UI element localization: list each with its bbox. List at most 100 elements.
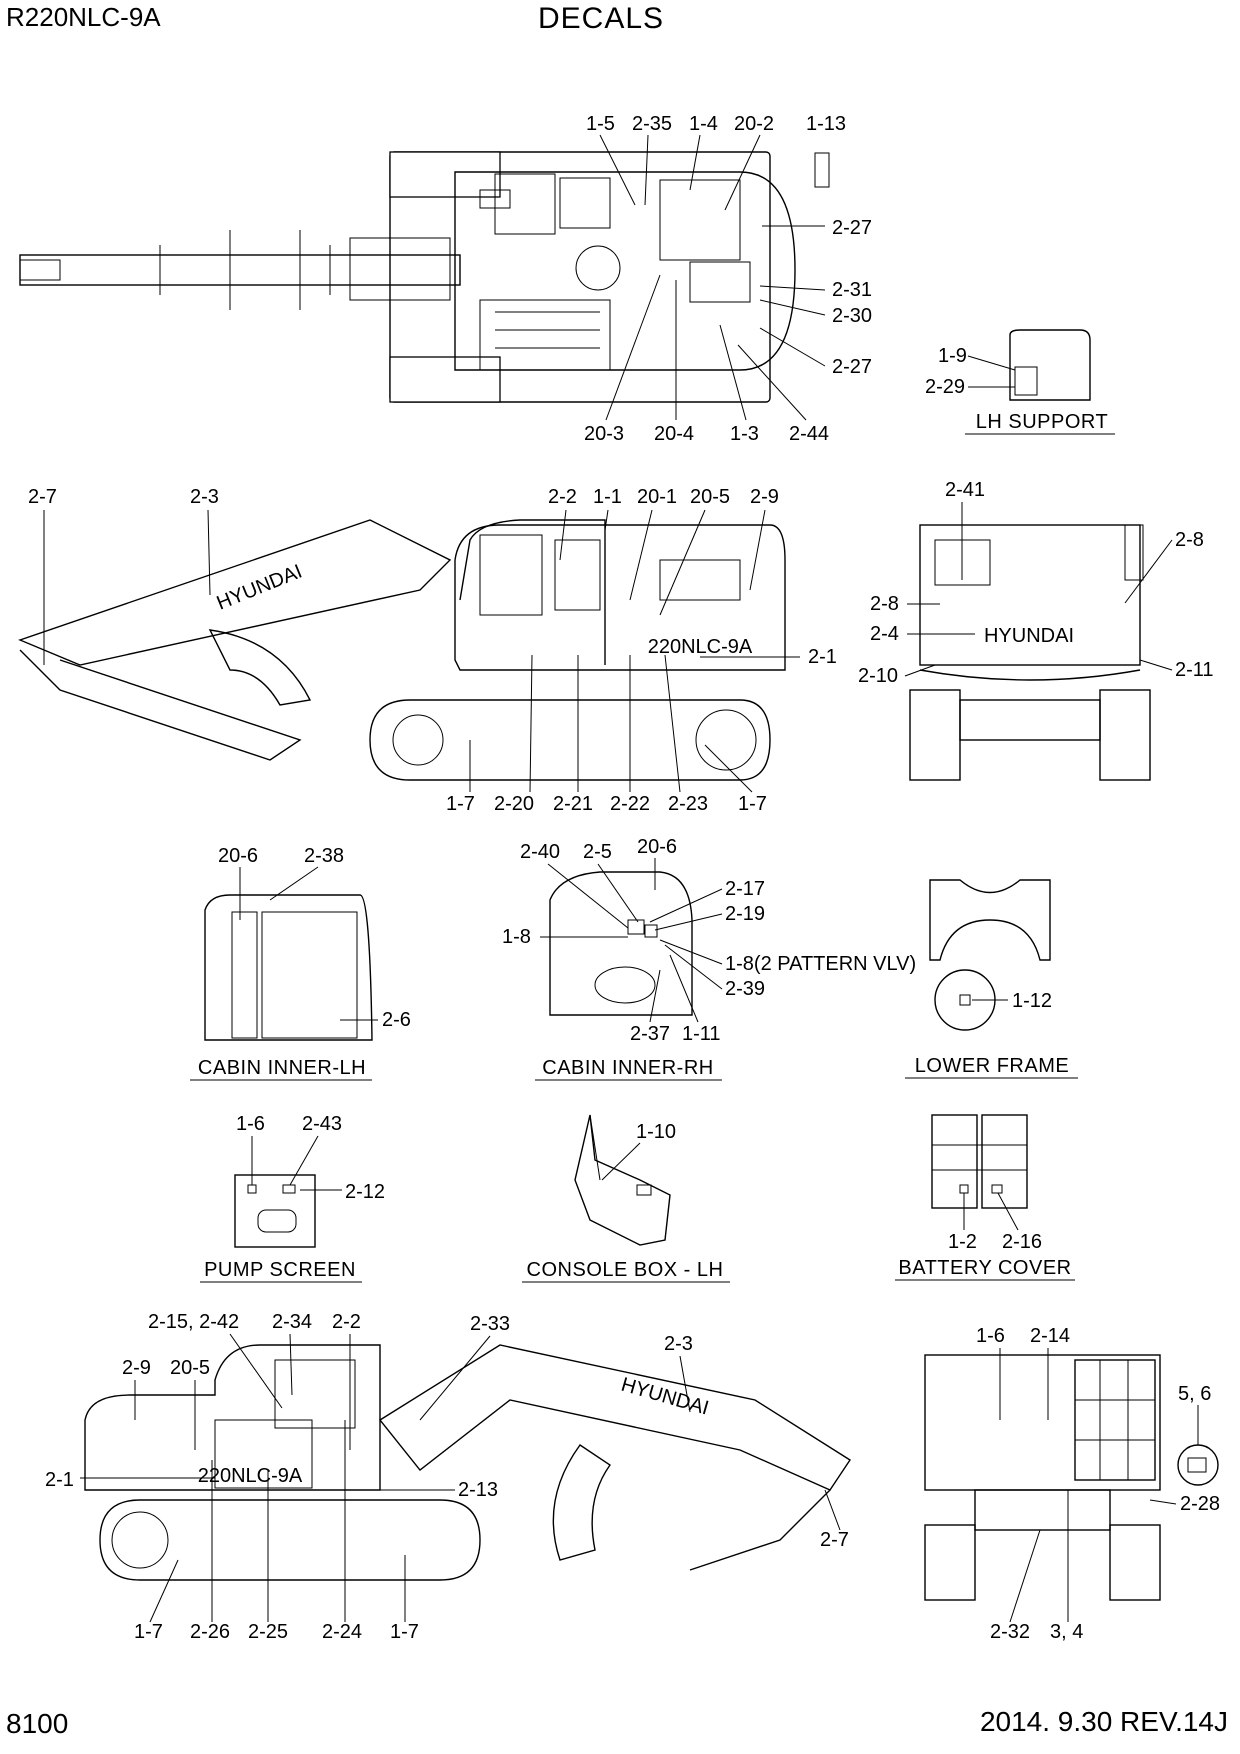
callout-label: 2-41	[945, 479, 985, 501]
caption-pump-screen: PUMP SCREEN	[204, 1259, 356, 1281]
callout-label: 2-19	[725, 903, 765, 925]
pump-screen-view: 1-6 2-43 2-12 PUMP SCREEN	[200, 1113, 385, 1283]
callout-label: 2-13	[458, 1479, 498, 1501]
callout-label: 5, 6	[1178, 1383, 1211, 1405]
model-badge: 220NLC-9A	[648, 636, 753, 658]
callout-label: 2-33	[470, 1313, 510, 1335]
lh-support-view: 1-9 2-29 LH SUPPORT	[925, 329, 1115, 435]
callout-label: 2-14	[1030, 1325, 1070, 1347]
caption-lh-support: LH SUPPORT	[976, 411, 1108, 433]
caption-cabin-inner-rh: CABIN INNER-RH	[542, 1057, 713, 1079]
callout-label: 1-4	[689, 113, 718, 135]
callout-label: 2-17	[725, 878, 765, 900]
left-side-view: 220NLC-9A HYUNDAI 2-7 2-3 2-2 1-1 20-1 2…	[18, 486, 837, 815]
caption-console-box-lh: CONSOLE BOX - LH	[527, 1259, 724, 1281]
callout-label: 20-4	[654, 423, 694, 445]
callout-label: 2-3	[190, 486, 219, 508]
top-view: 1-5 2-35 1-4 20-2 1-13 2-27 2-31 2-30 2-…	[19, 113, 872, 445]
callout-label: 2-34	[272, 1311, 312, 1333]
callout-label: 2-1	[45, 1469, 74, 1491]
callout-label: 20-1	[637, 486, 677, 508]
callout-label: 1-10	[636, 1121, 676, 1143]
callout-label: 2-39	[725, 978, 765, 1000]
callout-label: 2-44	[789, 423, 829, 445]
callout-label: 2-1	[808, 646, 837, 668]
callout-label: 2-21	[553, 793, 593, 815]
callout-label: 2-40	[520, 841, 560, 863]
callout-label: 20-6	[637, 836, 677, 858]
callout-label: 20-3	[584, 423, 624, 445]
cabin-inner-rh-view: 2-40 2-5 20-6 2-17 2-19 1-8 1-8(2 PATTER…	[502, 836, 916, 1081]
callout-label: 2-20	[494, 793, 534, 815]
callout-label: 2-35	[632, 113, 672, 135]
callout-label: 2-27	[832, 356, 872, 378]
callout-label: 2-43	[302, 1113, 342, 1135]
callout-label: 20-6	[218, 845, 258, 867]
callout-label: 1-8	[502, 926, 531, 948]
console-box-view: 1-10 CONSOLE BOX - LH	[522, 1114, 730, 1283]
callout-label: 1-11	[682, 1023, 721, 1045]
callout-label: 2-28	[1180, 1493, 1220, 1515]
callout-label: 2-5	[583, 841, 612, 863]
callout-label: 2-16	[1002, 1231, 1042, 1253]
callout-label: 1-7	[134, 1621, 163, 1643]
rear-brand-text: HYUNDAI	[984, 625, 1074, 647]
callout-label: 2-29	[925, 376, 965, 398]
callout-label: 1-6	[236, 1113, 265, 1135]
right-side-view: 220NLC-9A HYUNDAI 2-15, 2-42 2-34 2-2 2-…	[45, 1311, 851, 1643]
callout-label: 2-30	[832, 305, 872, 327]
callout-label: 2-2	[548, 486, 577, 508]
callout-label: 2-7	[28, 486, 57, 508]
callout-label: 1-5	[586, 113, 615, 135]
callout-label: 2-8	[870, 593, 899, 615]
battery-cover-view: 1-2 2-16 BATTERY COVER	[895, 1114, 1075, 1281]
model-code: R220NLC-9A	[6, 2, 161, 32]
callout-label: 2-31	[832, 279, 872, 301]
callout-label: 1-7	[390, 1621, 419, 1643]
callout-label: 20-5	[690, 486, 730, 508]
callout-label: 2-38	[304, 845, 344, 867]
callout-label: 2-27	[832, 217, 872, 239]
callout-label: 2-4	[870, 623, 899, 645]
callout-label: 1-1	[593, 486, 622, 508]
callout-label: 2-12	[345, 1181, 385, 1203]
caption-cabin-inner-lh: CABIN INNER-LH	[198, 1057, 366, 1079]
callout-label: 1-2	[948, 1231, 977, 1253]
callout-label: 2-26	[190, 1621, 230, 1643]
callout-label: 2-32	[990, 1621, 1030, 1643]
page-number: 8100	[6, 1708, 69, 1739]
callout-label: 1-13	[806, 113, 846, 135]
callout-label: 2-9	[750, 486, 779, 508]
callout-label: 3, 4	[1050, 1621, 1083, 1643]
callout-label: 2-6	[382, 1009, 411, 1031]
revision-date: 2014. 9.30 REV.14J	[979, 1706, 1228, 1737]
callout-label: 2-9	[122, 1357, 151, 1379]
callout-label: 2-37	[630, 1023, 670, 1045]
lower-frame-view: 1-12 LOWER FRAME	[905, 879, 1078, 1079]
callout-label: 1-9	[938, 345, 967, 367]
callout-label: 2-25	[248, 1621, 288, 1643]
page-title: DECALS	[538, 2, 665, 35]
caption-battery-cover: BATTERY COVER	[898, 1257, 1071, 1279]
callout-label: 2-8	[1175, 529, 1204, 551]
callout-label: 1-8(2 PATTERN VLV)	[725, 953, 916, 975]
callout-label: 1-3	[730, 423, 759, 445]
callout-label: 2-23	[668, 793, 708, 815]
callout-label: 20-5	[170, 1357, 210, 1379]
cabin-inner-lh-view: 20-6 2-38 2-6 CABIN INNER-LH	[190, 845, 411, 1081]
caption-lower-frame: LOWER FRAME	[915, 1055, 1069, 1077]
callout-label: 2-24	[322, 1621, 362, 1643]
rear-view: HYUNDAI 2-41 2-8 2-8 2-4 2-10 2-11	[858, 479, 1214, 781]
model-badge-right: 220NLC-9A	[198, 1465, 303, 1487]
callout-label: 2-15, 2-42	[148, 1311, 239, 1333]
callout-label: 1-12	[1012, 990, 1052, 1012]
callout-label: 2-11	[1175, 659, 1214, 681]
callout-label: 2-10	[858, 665, 898, 687]
callout-label: 20-2	[734, 113, 774, 135]
callout-label: 2-2	[332, 1311, 361, 1333]
callout-label: 1-7	[446, 793, 475, 815]
callout-label: 2-22	[610, 793, 650, 815]
callout-label: 2-7	[820, 1529, 849, 1551]
callout-label: 1-7	[738, 793, 767, 815]
